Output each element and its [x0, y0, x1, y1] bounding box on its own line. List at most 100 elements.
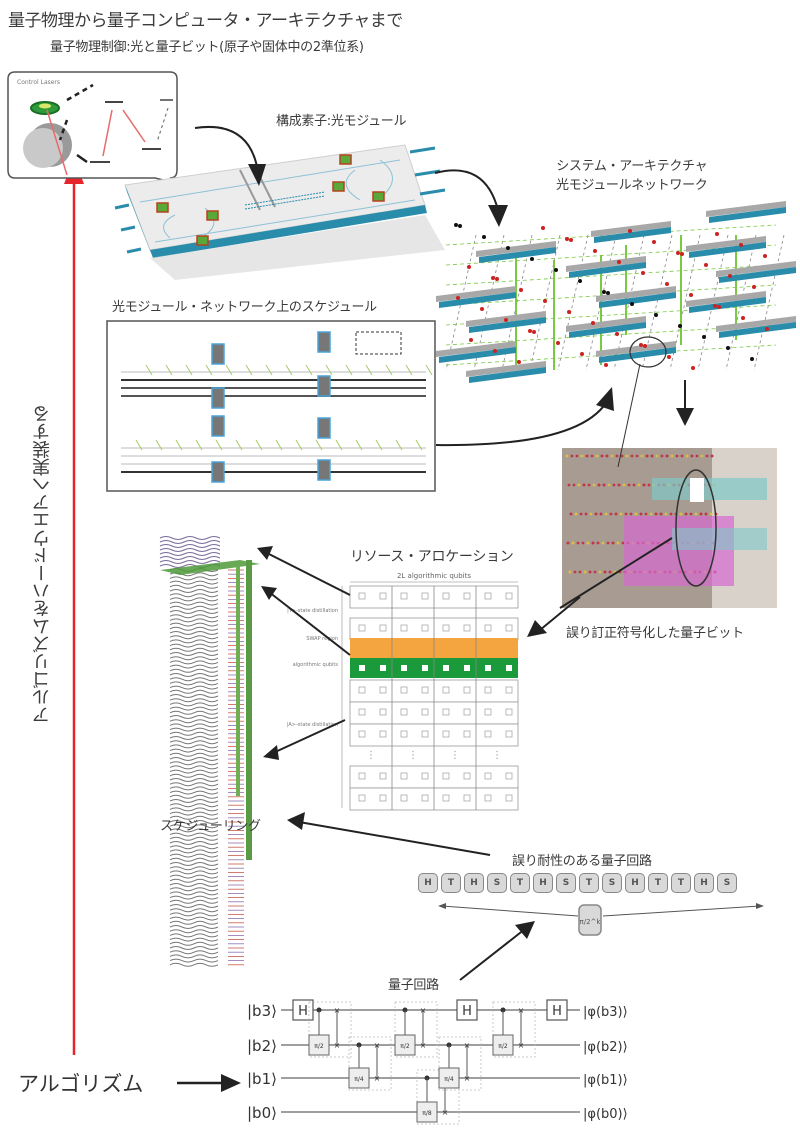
tower-strand: [169, 807, 219, 812]
network-node: [480, 307, 484, 311]
qubit-dot: [589, 512, 593, 516]
qubit-cell: [400, 624, 408, 632]
ra-ellipsis: ⋮: [450, 750, 460, 761]
qubit-dot: [624, 512, 628, 516]
network-node: [702, 335, 706, 339]
qubit-cell: [400, 772, 408, 780]
controlled-phase-group: [438, 1036, 482, 1091]
qubit-cell: [358, 624, 366, 632]
tower-top-strand: [159, 548, 221, 552]
network-node: [556, 341, 560, 345]
qubit-cell: [442, 708, 450, 716]
tower-strand: [169, 631, 219, 635]
qubit-dot: [632, 483, 636, 487]
qubit-cell: [380, 665, 386, 671]
quantum-circuit-label: 量子回路: [388, 978, 439, 993]
network-node: [728, 274, 732, 278]
optical-module: [566, 256, 646, 278]
qubit-dot: [586, 541, 590, 545]
network-node: [469, 338, 473, 342]
phase-gate: [438, 1067, 460, 1089]
network-node: [617, 260, 621, 264]
encoded-qubits-label: 誤り訂正符号化した量子ビット: [566, 626, 744, 641]
arrow-down-to-encoded: [676, 380, 694, 426]
gate-t: T: [648, 873, 668, 893]
lattice-line: [445, 234, 477, 371]
tower-strand: [169, 639, 219, 644]
qubit-dot: [637, 483, 641, 487]
controlled-phase-group: [416, 1069, 460, 1125]
qubit-dot: [598, 570, 602, 574]
qubit-dot: [579, 512, 583, 516]
tower-strand: [169, 958, 219, 963]
schedule-tick: [375, 439, 383, 451]
network-node: [565, 237, 569, 241]
tower-strand: [169, 610, 219, 614]
qubit-dot: [580, 454, 584, 458]
module-side: [469, 317, 546, 333]
qubit-cell: [484, 730, 492, 738]
tower-green-plate: [160, 560, 260, 575]
network-node: [615, 332, 619, 336]
module-side: [709, 207, 786, 223]
schedule-node-block: [317, 375, 331, 397]
qubit-dot: [601, 541, 605, 545]
swap-mark: ×: [420, 1041, 427, 1050]
control-lasers-label: Control Lasers: [17, 79, 60, 86]
tower-strand: [169, 916, 219, 921]
schedule-tick: [275, 439, 283, 451]
qubit-dot: [619, 512, 623, 516]
schedule-tick: [415, 439, 423, 451]
tower-strand: [169, 904, 219, 908]
tower-strand: [169, 857, 219, 862]
network-node: [639, 343, 643, 347]
schedule-panel: [106, 320, 436, 492]
tower-strand: [169, 836, 219, 841]
phase-gate: [348, 1067, 370, 1089]
tower-strand: [169, 778, 219, 782]
schedule-node-block: [317, 331, 331, 353]
tower-strand: [169, 786, 219, 791]
schedule-tick: [315, 439, 323, 451]
schedule-tick: [225, 364, 233, 376]
qubit-cell: [379, 624, 387, 632]
network-node: [643, 344, 647, 348]
ra-side-label: algorithmic qubits: [293, 662, 339, 668]
schedule-tick: [345, 364, 353, 376]
schedule-tick: [195, 439, 203, 451]
module-top: [706, 201, 786, 217]
tower-strand: [169, 908, 219, 913]
tower-strand: [169, 769, 219, 774]
qubit-dot: [585, 454, 589, 458]
qubit-cell: [506, 665, 512, 671]
module-side: [599, 347, 676, 363]
tower-strand: [169, 719, 219, 724]
module-side: [439, 292, 516, 308]
tower-strand: [169, 748, 219, 753]
network-node: [495, 277, 499, 281]
qubit-dot: [607, 483, 611, 487]
qubit-dot: [700, 454, 704, 458]
qubit-cell: [484, 624, 492, 632]
module-top: [686, 236, 766, 252]
tower-strand: [169, 803, 219, 808]
qubit-dot: [659, 512, 663, 516]
tower-strand: [169, 740, 219, 745]
schedule-tick: [385, 364, 393, 376]
tower-strand: [169, 853, 219, 858]
swap-mark: ×: [518, 1041, 525, 1050]
tower-strand: [169, 782, 219, 787]
tower-strand: [169, 870, 219, 875]
optical-module: [716, 316, 796, 338]
qubit-dot: [583, 570, 587, 574]
qubit-dot: [568, 570, 572, 574]
qubit-cell: [442, 794, 450, 802]
qubit-cell: [463, 624, 471, 632]
schedule-tick: [365, 364, 373, 376]
qubit-cell: [484, 686, 492, 694]
tower-strand: [169, 643, 219, 648]
network-node: [641, 271, 645, 275]
qubit-dot: [612, 483, 616, 487]
tower-strand: [169, 584, 219, 589]
module-top: [596, 286, 676, 302]
